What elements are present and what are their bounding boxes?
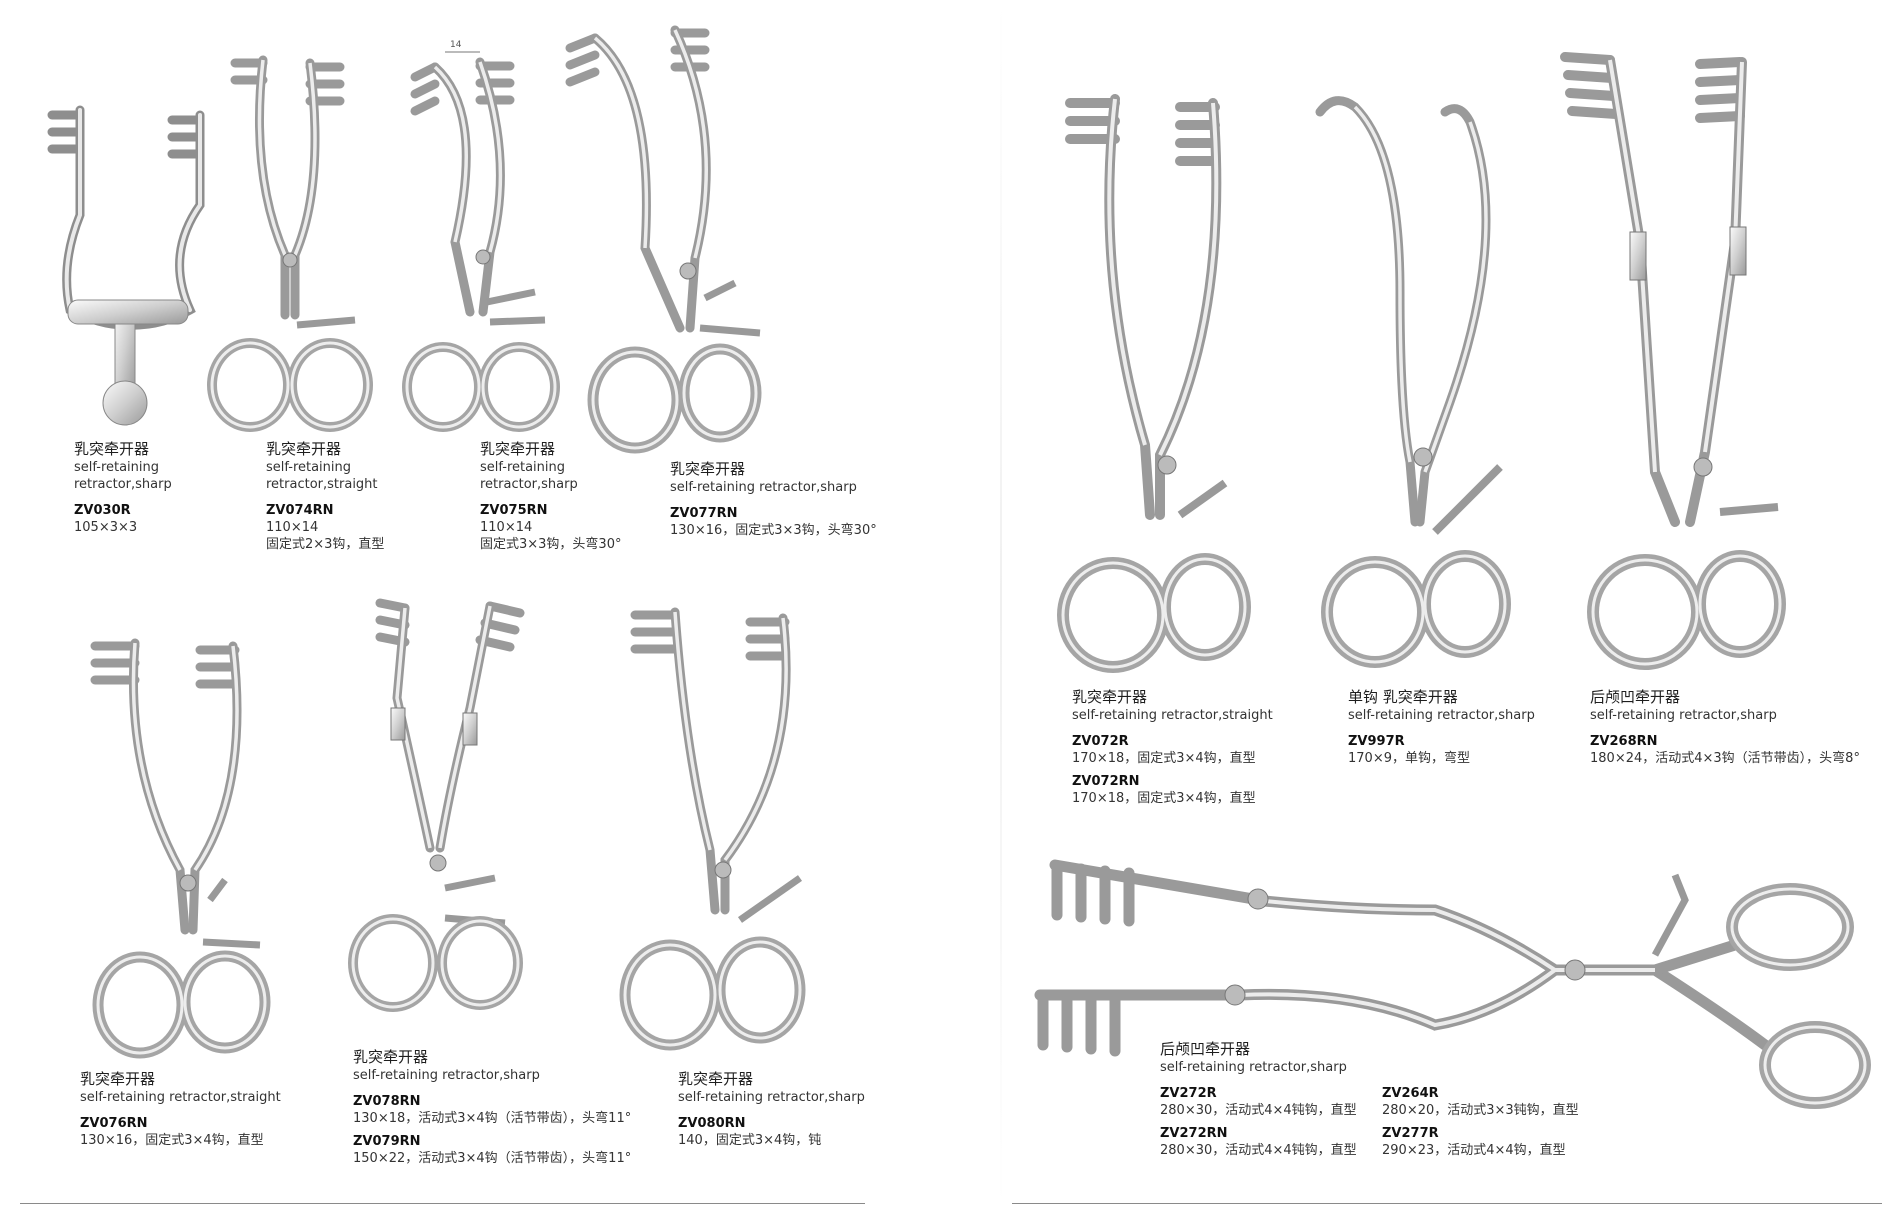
product-name-zh: 单钩 乳突牵开器 xyxy=(1348,688,1458,706)
product-spec: 固定式2×3钩，直型 xyxy=(266,537,385,552)
retractor-image-zv077rn xyxy=(565,25,765,458)
product-name-en: self-retaining xyxy=(480,460,566,475)
dimension-label: 14 xyxy=(450,40,462,50)
product-spec: 280×30，活动式4×4钝钩，直型 xyxy=(1160,1143,1357,1158)
product-name-en: self-retaining retractor,sharp xyxy=(353,1068,540,1083)
retractor-image-zv078rn xyxy=(345,598,545,1018)
retractor-image-zv072r xyxy=(1055,94,1255,675)
product-name-en: self-retaining xyxy=(74,460,160,475)
caption-zv074rn: 乳突牵开器 self-retaining retractor,straight … xyxy=(266,440,384,553)
retractor-image-zv268rn xyxy=(1560,52,1790,677)
product-code: ZV030R xyxy=(74,503,131,518)
caption-zv072r: 乳突牵开器 self-retaining retractor,straight … xyxy=(1072,688,1273,807)
product-name-en: self-retaining xyxy=(266,460,352,475)
product-name-zh: 乳突牵开器 xyxy=(1072,688,1148,706)
product-code: ZV997R xyxy=(1348,734,1405,749)
product-name-en: self-retaining retractor,straight xyxy=(80,1090,281,1105)
product-code: ZV080RN xyxy=(678,1116,746,1131)
product-code: ZV264R xyxy=(1382,1086,1439,1101)
product-code: ZV077RN xyxy=(670,506,738,521)
product-name-zh: 乳突牵开器 xyxy=(353,1048,429,1066)
product-name-zh: 乳突牵开器 xyxy=(80,1070,156,1088)
product-code: ZV072RN xyxy=(1072,774,1140,789)
product-spec: 150×22，活动式3×4钩（活节带齿），头弯11° xyxy=(353,1151,632,1166)
product-name-en: retractor,sharp xyxy=(480,477,578,492)
retractor-image-zv030r xyxy=(40,95,210,435)
caption-zv080rn: 乳突牵开器 self-retaining retractor,sharp ZV0… xyxy=(678,1070,865,1149)
product-code: ZV079RN xyxy=(353,1134,421,1149)
product-code: ZV074RN xyxy=(266,503,334,518)
product-name-en: self-retaining retractor,sharp xyxy=(670,480,857,495)
caption-zv078rn: 乳突牵开器 self-retaining retractor,sharp ZV0… xyxy=(353,1048,631,1167)
product-spec: 110×14 xyxy=(266,520,319,535)
product-name-zh: 乳突牵开器 xyxy=(480,440,556,458)
caption-zv075rn: 乳突牵开器 self-retaining retractor,sharp ZV0… xyxy=(480,440,621,553)
retractor-image-zv075rn xyxy=(395,51,570,432)
product-name-en: self-retaining retractor,sharp xyxy=(1160,1060,1347,1075)
product-spec: 280×20，活动式3×3钝钩，直型 xyxy=(1382,1103,1579,1118)
product-name-zh: 乳突牵开器 xyxy=(670,460,746,478)
product-spec: 140，固定式3×4钩，钝 xyxy=(678,1133,822,1148)
product-spec: 130×16，固定式3×4钩，直型 xyxy=(80,1133,264,1148)
product-name-zh: 乳突牵开器 xyxy=(74,440,150,458)
product-name-en: retractor,straight xyxy=(266,477,378,492)
product-name-zh: 乳突牵开器 xyxy=(266,440,342,458)
bottom-rule-right xyxy=(1012,1203,1882,1204)
product-spec: 105×3×3 xyxy=(74,520,138,535)
product-code: ZV078RN xyxy=(353,1094,421,1109)
retractor-image-zv272r xyxy=(1034,855,1871,1115)
caption-zv264r: ZV264R 280×20，活动式3×3钝钩，直型 ZV277R 290×23，… xyxy=(1382,1076,1579,1159)
retractor-image-zv080rn xyxy=(615,607,815,1051)
product-code: ZV268RN xyxy=(1590,734,1658,749)
retractor-image-zv074rn xyxy=(205,55,380,435)
retractor-image-zv997r xyxy=(1310,92,1520,672)
product-spec: 固定式3×3钩，头弯30° xyxy=(480,537,622,552)
product-code: ZV076RN xyxy=(80,1116,148,1131)
bottom-rule-left xyxy=(20,1203,865,1204)
product-spec: 180×24，活动式4×3钩（活节带齿），头弯8° xyxy=(1590,751,1860,766)
product-name-en: retractor,sharp xyxy=(74,477,172,492)
product-code: ZV277R xyxy=(1382,1126,1439,1141)
product-code: ZV272R xyxy=(1160,1086,1217,1101)
product-spec: 110×14 xyxy=(480,520,533,535)
product-spec: 280×30，活动式4×4钝钩，直型 xyxy=(1160,1103,1357,1118)
product-name-en: self-retaining retractor,straight xyxy=(1072,708,1273,723)
product-name-en: self-retaining retractor,sharp xyxy=(1348,708,1535,723)
product-code: ZV072R xyxy=(1072,734,1129,749)
product-spec: 130×18，活动式3×4钩（活节带齿），头弯11° xyxy=(353,1111,632,1126)
product-spec: 170×18，固定式3×4钩，直型 xyxy=(1072,751,1256,766)
caption-zv997r: 单钩 乳突牵开器 self-retaining retractor,sharp … xyxy=(1348,688,1535,767)
product-name-zh: 后颅凹牵开器 xyxy=(1160,1040,1251,1058)
product-spec: 130×16，固定式3×3钩，头弯30° xyxy=(670,523,877,538)
product-name-zh: 后颅凹牵开器 xyxy=(1590,688,1681,706)
product-code: ZV075RN xyxy=(480,503,548,518)
page-gutter xyxy=(1000,0,1002,1209)
caption-zv272r: 后颅凹牵开器 self-retaining retractor,sharp ZV… xyxy=(1160,1040,1357,1159)
product-spec: 170×9，单钩，弯型 xyxy=(1348,751,1470,766)
product-name-en: self-retaining retractor,sharp xyxy=(678,1090,865,1105)
retractor-image-zv076rn xyxy=(85,638,285,1060)
caption-zv268rn: 后颅凹牵开器 self-retaining retractor,sharp ZV… xyxy=(1590,688,1860,767)
product-name-en: self-retaining retractor,sharp xyxy=(1590,708,1777,723)
product-name-zh: 乳突牵开器 xyxy=(678,1070,754,1088)
caption-zv030r: 乳突牵开器 self-retaining retractor,sharp ZV0… xyxy=(74,440,172,536)
product-code: ZV272RN xyxy=(1160,1126,1228,1141)
caption-zv077rn: 乳突牵开器 self-retaining retractor,sharp ZV0… xyxy=(670,460,877,539)
product-spec: 290×23，活动式4×4钩，直型 xyxy=(1382,1143,1566,1158)
product-spec: 170×18，固定式3×4钩，直型 xyxy=(1072,791,1256,806)
caption-zv076rn: 乳突牵开器 self-retaining retractor,straight … xyxy=(80,1070,281,1149)
